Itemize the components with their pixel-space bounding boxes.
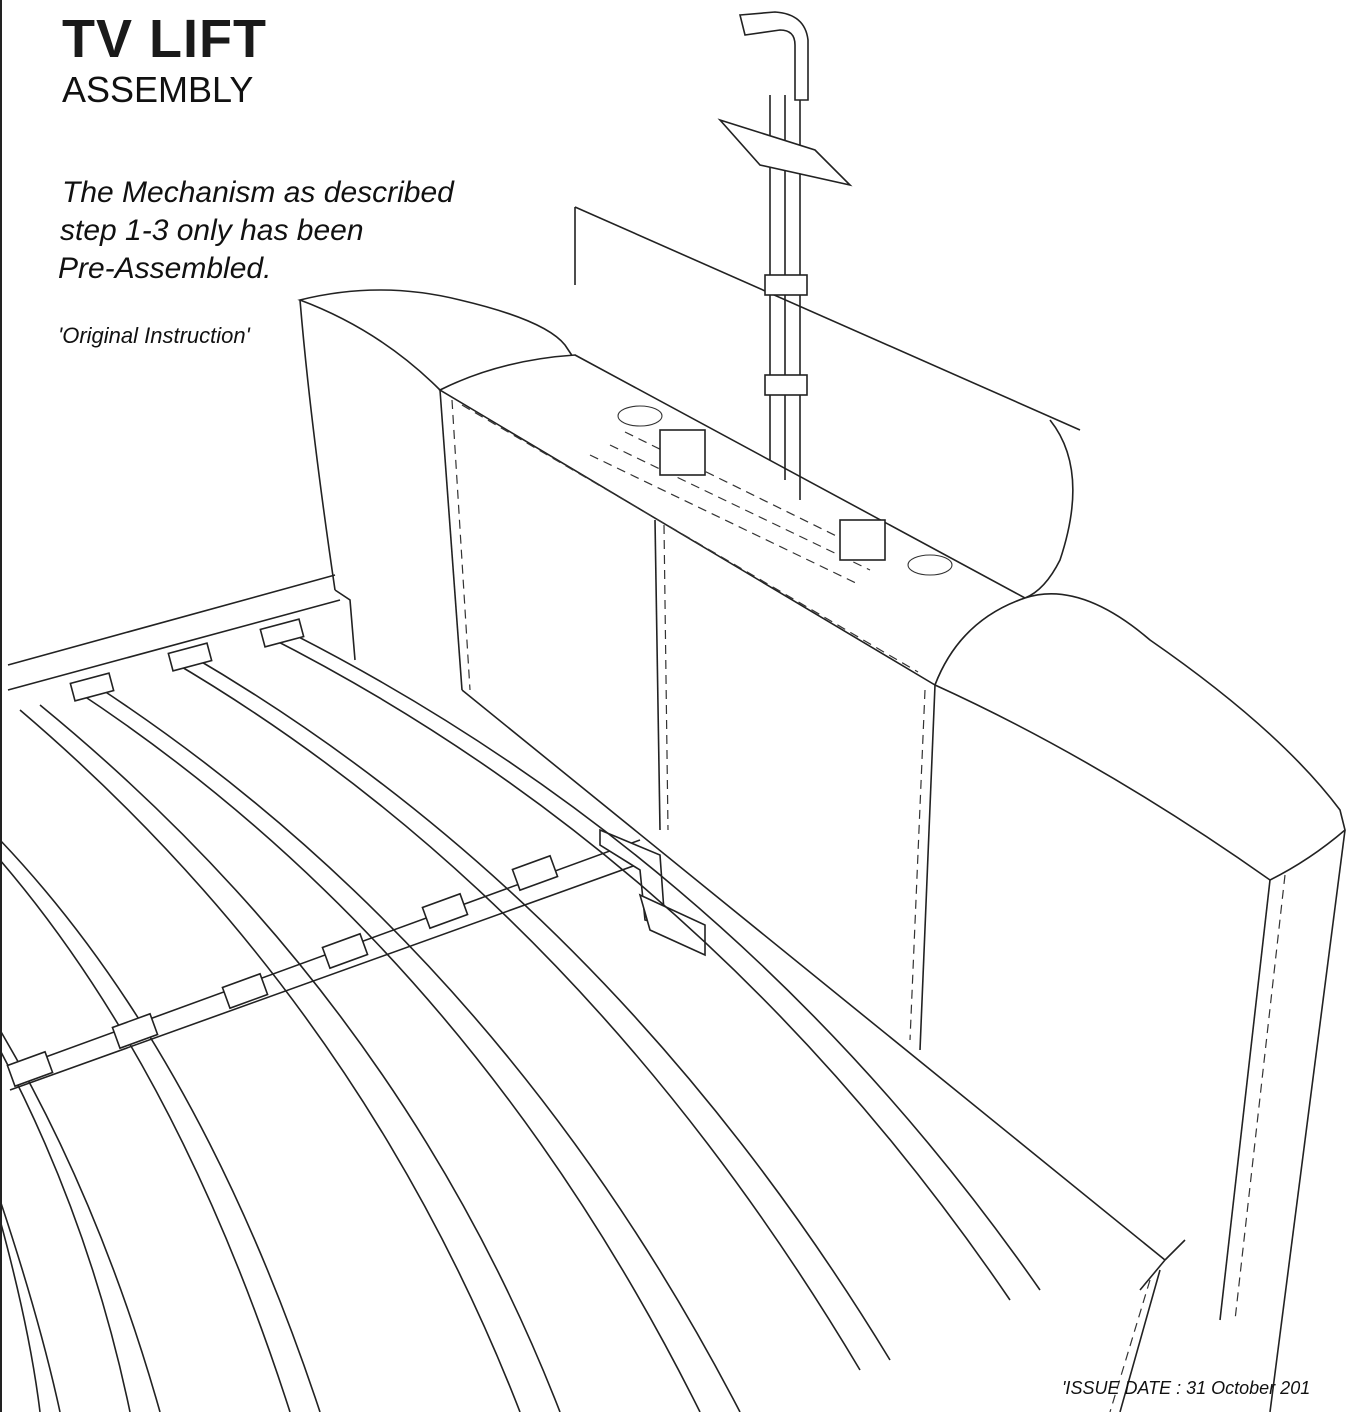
page-border-line bbox=[0, 0, 2, 1412]
title-sub: ASSEMBLY bbox=[62, 69, 254, 110]
original-instruction-label: 'Original Instruction' bbox=[58, 323, 250, 348]
note-line-2: step 1-3 only has been bbox=[60, 214, 364, 247]
note-line-1: The Mechanism as described bbox=[62, 176, 454, 209]
headboard bbox=[297, 206, 1346, 1412]
issue-date: 'ISSUE DATE : 31 October 201 bbox=[1062, 1378, 1311, 1398]
tv-lift-mechanism bbox=[659, 11, 886, 561]
preassembly-note: The Mechanism as described step 1-3 only… bbox=[58, 174, 454, 288]
bed-slats bbox=[0, 618, 1041, 1412]
note-line-3: Pre-Assembled. bbox=[58, 252, 272, 285]
title-main: TV LIFT bbox=[62, 9, 267, 69]
